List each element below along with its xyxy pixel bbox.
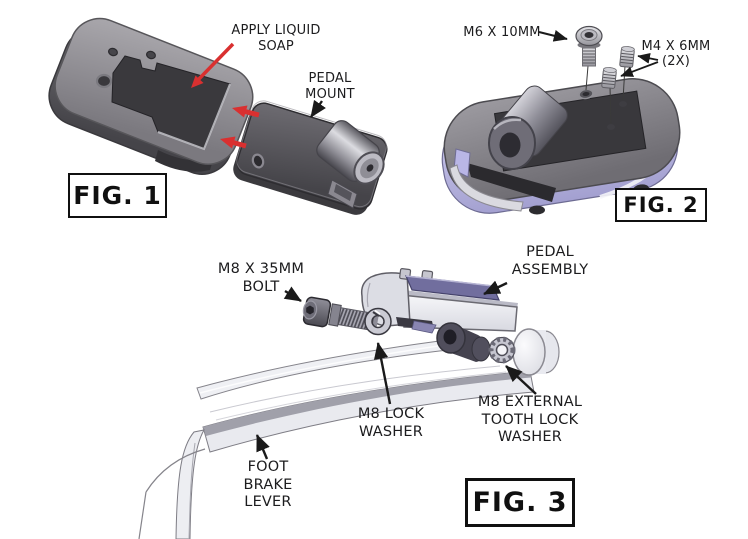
soap-edge-arrow-icon-2	[220, 136, 247, 149]
m4-set-screw-drawing-1	[619, 46, 635, 101]
fig3-pivot-cylinder	[512, 328, 560, 376]
lock-washer-callout-arrow-icon	[373, 342, 392, 405]
fig2-caption: FIG. 2	[623, 193, 699, 217]
m6-callout-arrow-icon	[538, 29, 568, 42]
m6-screw-label: M6 X 10MM	[463, 25, 541, 40]
fig2-hole-m4-1	[619, 101, 627, 107]
fig3-caption-box: FIG. 3	[465, 478, 575, 527]
fig3-lock-washer	[364, 307, 392, 336]
fig3-pedal-plate	[399, 268, 500, 301]
pedal-mount-arrow-icon	[310, 99, 326, 118]
m8-tooth-lock-washer-label: M8 EXTERNAL TOOTH LOCK WASHER	[477, 394, 583, 445]
fig2-roller	[488, 85, 568, 170]
apply-soap-arrow-icon	[191, 42, 235, 88]
fig1-caption-box: FIG. 1	[68, 173, 167, 218]
tooth-washer-callout-arrow-icon	[505, 365, 537, 395]
fig2-caption-box: FIG. 2	[615, 188, 707, 222]
brake-lever-callout-arrow-icon	[255, 434, 270, 460]
fig3-pedal-assembly-drawing	[360, 268, 518, 364]
fig1-pedal-mount-drawing	[233, 100, 388, 215]
soap-edge-arrow-icon-1	[232, 105, 260, 118]
fig1-caption: FIG. 1	[73, 181, 162, 210]
fig1-hole-small-1	[108, 47, 118, 57]
m4-set-screw-drawing-2	[601, 67, 617, 125]
fig1-hole-large	[95, 73, 113, 89]
fig1-mount-roller	[316, 120, 385, 209]
fig3-tooth-lock-washer	[488, 336, 516, 364]
fig1-hole-small-2	[146, 50, 156, 60]
pedal-assembly-callout-arrow-icon	[483, 280, 508, 296]
apply-liquid-soap-label: APPLY LIQUID SOAP	[231, 23, 321, 54]
fig2-hole-m4-2	[607, 124, 615, 130]
m6-screw-drawing	[575, 25, 603, 91]
fig3-foot-brake-lever-drawing	[138, 338, 535, 539]
fig1-base-plate-drawing	[48, 17, 254, 175]
fig3-bolt-drawing	[302, 296, 392, 336]
pedal-assembly-label: PEDAL ASSEMBLY	[511, 244, 589, 278]
fig2-mount-assembly-drawing	[441, 78, 681, 215]
foot-brake-lever-label: FOOT BRAKE LEVER	[243, 459, 293, 510]
m8-lock-washer-label: M8 LOCK WASHER	[357, 406, 425, 440]
m4-screws-label: M4 X 6MM (2X)	[641, 39, 711, 69]
fig1-mount-hole	[251, 153, 265, 169]
pedal-mount-label: PEDAL MOUNT	[305, 71, 355, 102]
fig3-caption: FIG. 3	[472, 487, 568, 518]
bolt-callout-arrow-icon	[283, 286, 302, 303]
m8-bolt-label: M8 X 35MM BOLT	[217, 261, 305, 295]
m4-callout-arrow-icon	[620, 53, 659, 77]
fig3-bushing	[436, 322, 491, 362]
